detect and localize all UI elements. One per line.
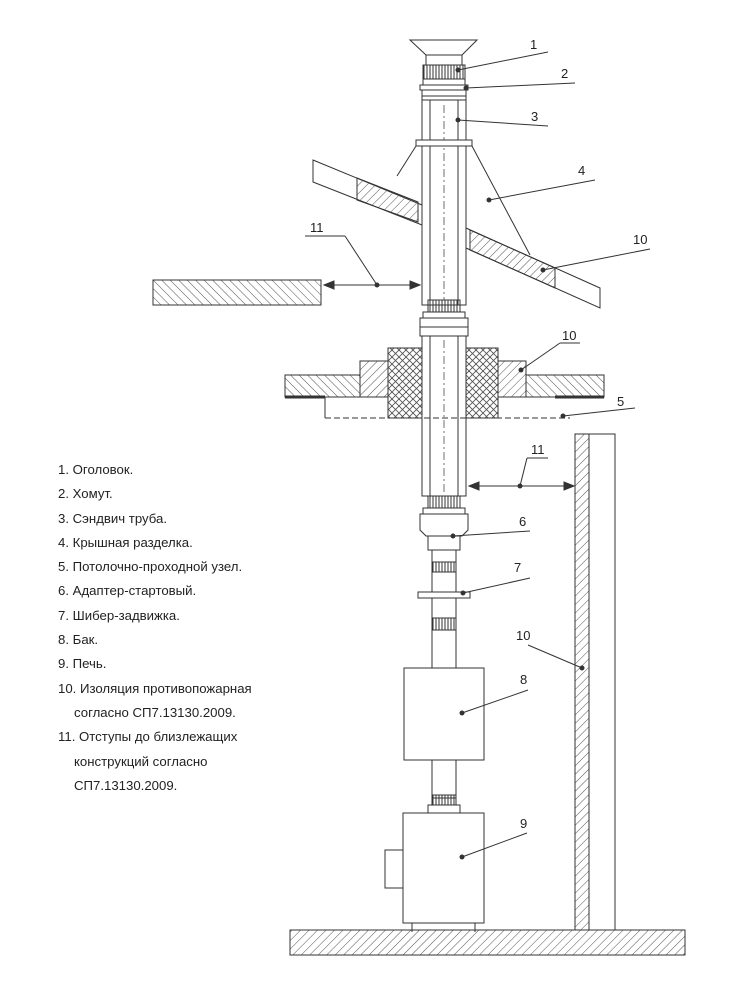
tank <box>403 667 485 761</box>
legend-item: 10. Изоляция противопожарная согласно СП7… <box>58 677 308 726</box>
callout-1: 1 <box>530 37 537 52</box>
legend-item-continuation: согласно СП7.13130.2009. <box>74 704 236 720</box>
legend-item-continuation: конструкций согласно <box>74 753 208 769</box>
roof-cone <box>396 145 531 256</box>
hatched-block-left <box>152 279 322 306</box>
callout-4: 4 <box>578 163 585 178</box>
callout-5: 5 <box>617 394 624 409</box>
callout-3: 3 <box>531 109 538 124</box>
callout-9: 9 <box>520 816 527 831</box>
legend-item-text: 3. Сэндвич труба. <box>58 510 168 526</box>
legend-item-text: 10. Изоляция противопожарная <box>58 680 252 696</box>
callout-11-right: 11 <box>531 442 545 457</box>
legend-item: 5. Потолочно-проходной узел. <box>58 555 308 579</box>
callout-6: 6 <box>519 514 526 529</box>
callout-8: 8 <box>520 672 527 687</box>
legend: 1. Оголовок. 2. Хомут. 3. Сэндвич труба. 4.… <box>58 458 308 798</box>
callout-7: 7 <box>514 560 521 575</box>
stove <box>402 812 485 924</box>
clamp <box>419 84 469 91</box>
legend-item: 7. Шибер-задвижка. <box>58 604 308 628</box>
legend-item: 1. Оголовок. <box>58 458 308 482</box>
callout-2: 2 <box>561 66 568 81</box>
legend-item: 11. Отступы до близлежащих конструкций со… <box>58 725 308 798</box>
legend-item: 8. Бак. <box>58 628 308 652</box>
chimney-cap <box>408 39 479 86</box>
legend-item: 3. Сэндвич труба. <box>58 507 308 531</box>
legend-item-text: 9. Печь. <box>58 656 107 672</box>
legend-item-text: 8. Бак. <box>58 632 99 648</box>
legend-item: 6. Адаптер-стартовый. <box>58 579 308 603</box>
callout-10-wall: 10 <box>516 628 530 643</box>
legend-item: 4. Крышная разделка. <box>58 531 308 555</box>
legend-item-continuation: СП7.13130.2009. <box>74 777 178 793</box>
legend-item-text: 5. Потолочно-проходной узел. <box>58 559 243 575</box>
legend-item-text: 6. Адаптер-стартовый. <box>58 583 197 599</box>
floor <box>289 929 686 956</box>
legend-item: 9. Печь. <box>58 652 308 676</box>
callout-10-roof: 10 <box>633 232 647 247</box>
legend-item-text: 2. Хомут. <box>58 486 113 502</box>
legend-item-text: 11. Отступы до близлежащих <box>58 729 238 745</box>
callout-10-ceiling: 10 <box>562 328 576 343</box>
legend-item-text: 1. Оголовок. <box>58 462 134 477</box>
legend-item-text: 4. Крышная разделка. <box>58 534 193 550</box>
callout-11-left: 11 <box>310 220 324 235</box>
legend-item-text: 7. Шибер-задвижка. <box>58 607 180 623</box>
legend-item: 2. Хомут. <box>58 482 308 506</box>
ceiling <box>284 347 605 419</box>
